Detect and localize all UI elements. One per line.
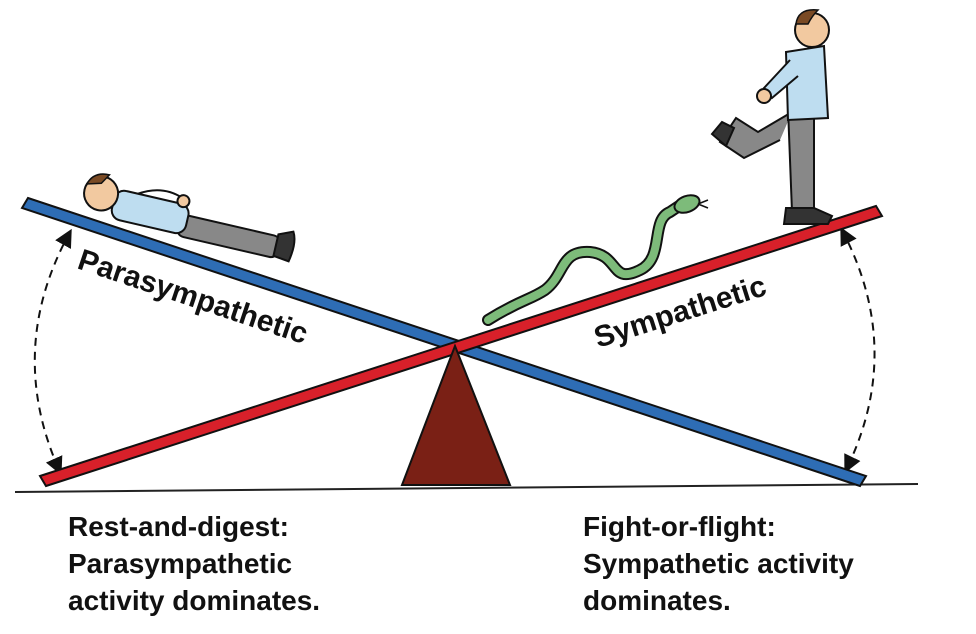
caption-line: Rest-and-digest: — [68, 508, 320, 545]
fight-or-flight-caption: Fight-or-flight: Sympathetic activity do… — [583, 508, 854, 619]
caption-line: dominates. — [583, 582, 854, 619]
running-man-icon — [712, 10, 832, 224]
fulcrum-icon — [402, 346, 510, 485]
rest-and-digest-caption: Rest-and-digest: Parasympathetic activit… — [68, 508, 320, 619]
reclining-man-icon — [79, 170, 300, 262]
caption-line: Fight-or-flight: — [583, 508, 854, 545]
sympathetic-label: Sympathetic — [590, 270, 770, 355]
curved-arrow-icon — [842, 230, 875, 470]
curved-arrow-icon — [35, 232, 70, 472]
caption-line: activity dominates. — [68, 582, 320, 619]
caption-line: Sympathetic activity — [583, 545, 854, 582]
caption-line: Parasympathetic — [68, 545, 320, 582]
